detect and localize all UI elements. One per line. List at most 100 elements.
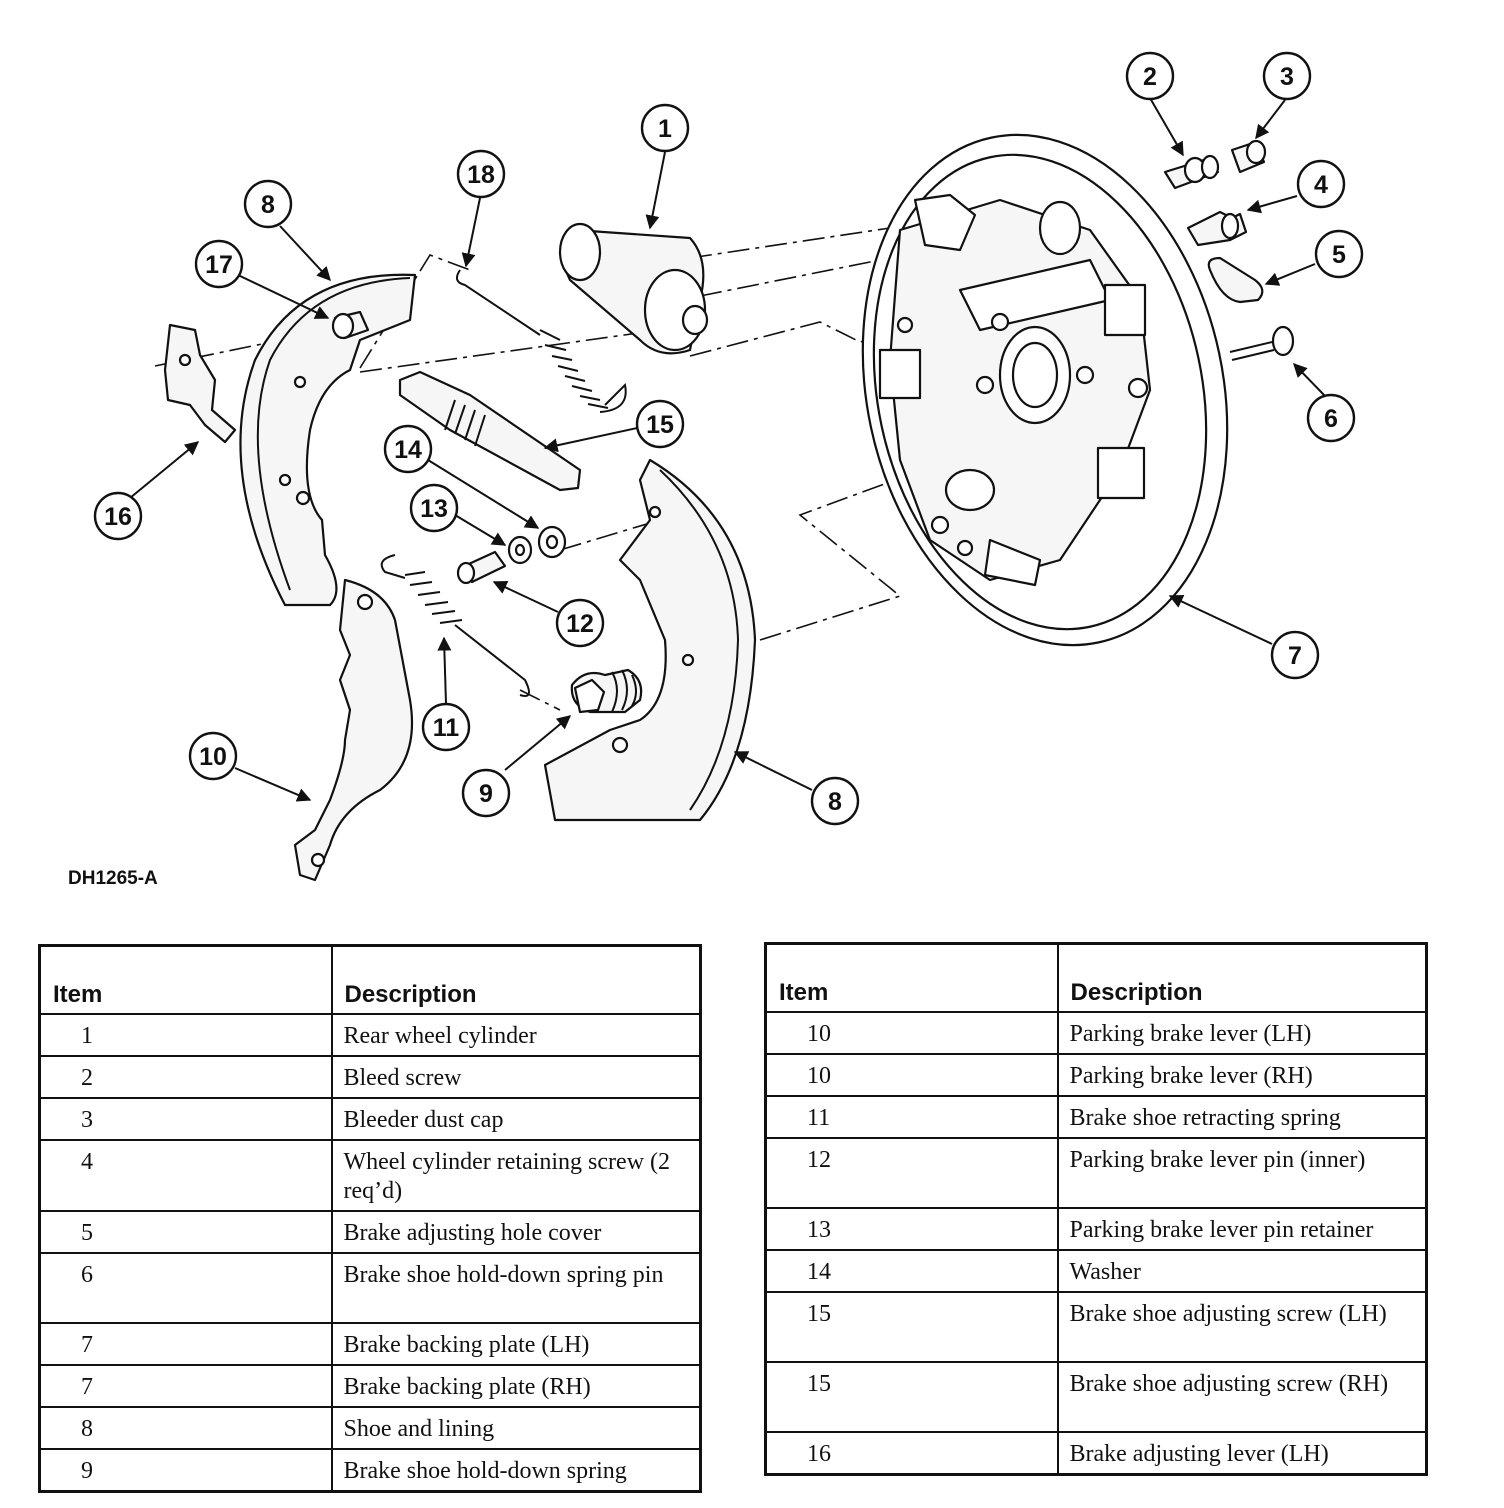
- item-description: Parking brake lever (RH): [1056, 1052, 1428, 1097]
- parking-brake-lever: [293, 578, 414, 882]
- item-number: 10: [764, 1052, 1059, 1097]
- item-number: 2: [38, 1054, 333, 1099]
- item-description: Washer: [1056, 1248, 1428, 1293]
- callout-16: 16: [93, 491, 143, 541]
- washer: [537, 525, 567, 559]
- bleed-screw: [1163, 154, 1220, 190]
- shoe-pin: [331, 310, 370, 340]
- item-number: 9: [38, 1447, 333, 1492]
- callout-10: 10: [188, 731, 238, 781]
- svg-text:12: 12: [566, 610, 594, 638]
- callout-2: 2: [1125, 51, 1175, 101]
- svg-text:2: 2: [1143, 63, 1157, 91]
- item-number: 16: [764, 1430, 1059, 1475]
- item-description: Rear wheel cylinder: [330, 1012, 702, 1057]
- callout-13: 13: [409, 483, 459, 533]
- callout-12: 12: [555, 598, 605, 648]
- callout-8-lower: 8: [810, 776, 860, 826]
- shoe-and-lining-right: [543, 458, 757, 822]
- bleeder-dust-cap: [1230, 139, 1267, 174]
- svg-text:17: 17: [205, 251, 233, 279]
- svg-text:14: 14: [394, 436, 422, 464]
- svg-text:10: 10: [199, 743, 227, 771]
- brake-shoe-adjusting-screw: [398, 370, 582, 492]
- callout-5: 5: [1314, 229, 1364, 279]
- leader-lines: [129, 97, 1326, 802]
- item-number: 11: [764, 1094, 1059, 1139]
- hold-down-spring: [570, 668, 643, 714]
- svg-text:6: 6: [1324, 405, 1338, 433]
- item-number: 10: [764, 1010, 1059, 1055]
- retracting-spring: [380, 554, 530, 697]
- item-number: 8: [38, 1405, 333, 1450]
- callout-1: 1: [640, 103, 690, 153]
- item-number: 4: [38, 1138, 333, 1212]
- svg-text:1: 1: [658, 115, 672, 143]
- item-description: Brake shoe adjusting screw (RH): [1056, 1360, 1428, 1433]
- column-header-description: Description: [1056, 942, 1428, 1013]
- svg-text:16: 16: [104, 503, 132, 531]
- item-number: 5: [38, 1209, 333, 1254]
- svg-text:4: 4: [1314, 171, 1328, 199]
- svg-text:18: 18: [467, 161, 495, 189]
- item-description: Wheel cylinder retaining screw (2 req’d): [330, 1138, 702, 1212]
- item-number: 15: [764, 1360, 1059, 1433]
- item-description: Brake adjusting hole cover: [330, 1209, 702, 1254]
- callout-17: 17: [194, 239, 244, 289]
- brake-adjusting-hole-cover: [1207, 256, 1264, 304]
- svg-text:9: 9: [479, 780, 493, 808]
- hold-down-spring-pin: [1229, 325, 1295, 361]
- lever-pin-inner: [456, 550, 507, 585]
- item-description: Brake adjusting lever (LH): [1056, 1430, 1428, 1475]
- shoe-and-lining-left: [239, 273, 417, 607]
- rear-wheel-cylinder: [558, 222, 709, 355]
- wheel-cylinder-retaining-screw: [1186, 210, 1248, 247]
- item-description: Brake backing plate (LH): [330, 1321, 702, 1366]
- brake-adjusting-lever: [163, 323, 237, 444]
- table-header-row: Item Description: [38, 944, 702, 1015]
- item-number: 13: [764, 1206, 1059, 1251]
- svg-text:11: 11: [433, 714, 460, 742]
- brake-backing-plate: [861, 133, 1229, 647]
- item-description: Shoe and lining: [330, 1405, 702, 1450]
- item-description: Bleeder dust cap: [330, 1096, 702, 1141]
- column-header-item: Item: [38, 944, 333, 1015]
- svg-text:15: 15: [646, 411, 674, 439]
- callout-3: 3: [1262, 51, 1312, 101]
- column-header-item: Item: [764, 942, 1059, 1013]
- svg-text:8: 8: [261, 191, 275, 219]
- item-description: Bleed screw: [330, 1054, 702, 1099]
- callout-18: 18: [456, 149, 506, 199]
- item-number: 6: [38, 1251, 333, 1324]
- item-description: Brake shoe retracting spring: [1056, 1094, 1428, 1139]
- item-number: 3: [38, 1096, 333, 1141]
- item-description: Brake shoe hold-down spring pin: [330, 1251, 702, 1324]
- callout-11: 11: [421, 702, 471, 752]
- table-header-row: Item Description: [764, 942, 1428, 1013]
- figure-code: DH1265-A: [68, 868, 158, 889]
- item-description: Brake shoe adjusting screw (LH): [1056, 1290, 1428, 1363]
- item-number: 12: [764, 1136, 1059, 1209]
- lever-pin-retainer: [507, 535, 533, 565]
- svg-text:7: 7: [1288, 642, 1302, 670]
- svg-text:8: 8: [828, 788, 842, 816]
- upper-return-spring: [455, 269, 627, 413]
- item-number: 7: [38, 1363, 333, 1408]
